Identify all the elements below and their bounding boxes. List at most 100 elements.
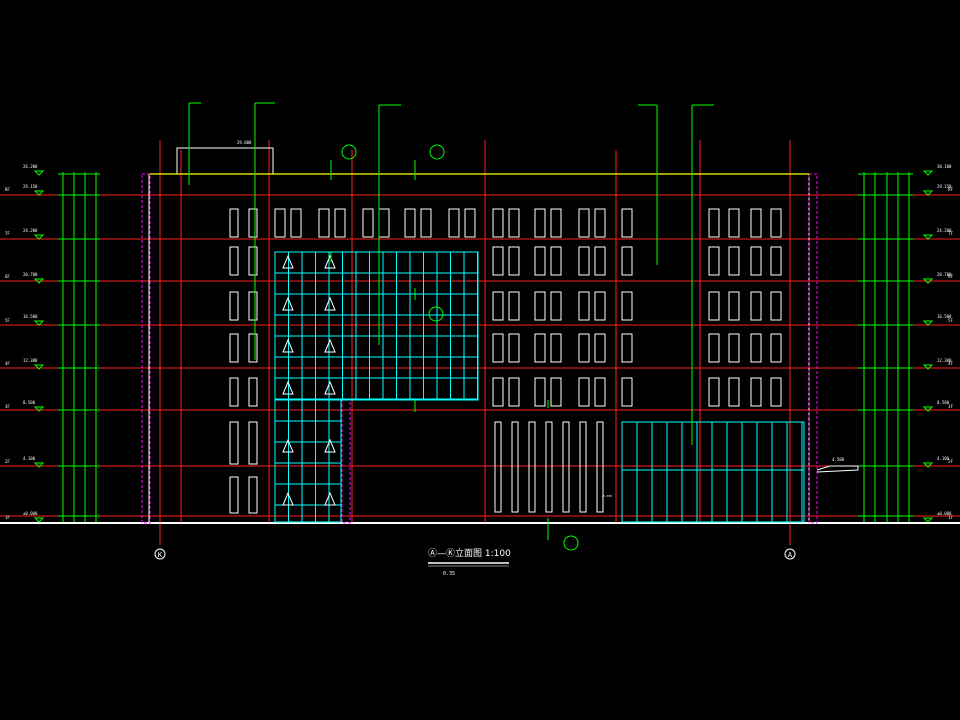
level-triangle (33, 320, 45, 326)
axis-label-right: A (788, 551, 793, 559)
window (229, 208, 239, 238)
level-triangle (922, 517, 934, 523)
level-label-left: 29.150 (23, 184, 38, 189)
window (550, 377, 562, 407)
window (708, 291, 720, 321)
floor-tag-right: 4F (948, 361, 953, 366)
drawing-title: Ⓐ—Ⓚ立面图 1:100 (428, 547, 511, 559)
window (229, 246, 239, 276)
floor-tag-right: 2F (948, 459, 953, 464)
window (290, 208, 302, 238)
level-triangle (33, 364, 45, 370)
window (404, 208, 416, 238)
floor-tag-left: 6F (5, 274, 10, 279)
level-label-left: 4.100 (23, 456, 36, 461)
level-label-right: 24.200 (937, 228, 952, 233)
window (550, 333, 562, 363)
section-markers (341, 144, 579, 551)
window (728, 246, 740, 276)
level-label-right: 30.100 (937, 164, 952, 169)
window (492, 291, 504, 321)
window (248, 377, 258, 407)
axis-bubble-left: K (154, 548, 166, 560)
level-triangle (922, 278, 934, 284)
window (494, 421, 502, 513)
level-triangle (922, 190, 934, 196)
level-label-right: 4.100 (937, 456, 950, 461)
window (534, 246, 546, 276)
vent-triangle (324, 254, 336, 269)
level-label-right: 16.500 (937, 314, 952, 319)
level-triangle (33, 278, 45, 284)
window (508, 246, 520, 276)
level-label-left: 16.500 (23, 314, 38, 319)
level-triangle (922, 462, 934, 468)
window (578, 377, 590, 407)
window (578, 291, 590, 321)
vent-triangle (324, 438, 336, 453)
floor-level-lines (0, 194, 960, 517)
window (492, 208, 504, 238)
window (621, 291, 633, 321)
level-triangle (922, 320, 934, 326)
window (248, 246, 258, 276)
level-label-left: 20.700 (23, 272, 38, 277)
window (621, 377, 633, 407)
drawing-subtitle: 0.35 (443, 571, 455, 577)
floor-tag-right: RF (948, 187, 953, 192)
window (578, 246, 590, 276)
window (750, 377, 762, 407)
window (578, 333, 590, 363)
canopy (816, 465, 859, 473)
window (508, 208, 520, 238)
window (621, 246, 633, 276)
window (750, 208, 762, 238)
window (229, 377, 239, 407)
axis-label-left: K (158, 551, 163, 559)
window (621, 333, 633, 363)
vent-triangle (282, 491, 294, 506)
window (708, 208, 720, 238)
window (229, 291, 239, 321)
building-outline (148, 147, 810, 524)
windows-group (229, 208, 782, 514)
window (378, 208, 390, 238)
window (728, 208, 740, 238)
window (448, 208, 460, 238)
vent-triangle (324, 491, 336, 506)
floor-tag-right: 3F (948, 404, 953, 409)
stair-label: -0.300 (601, 494, 612, 498)
window (464, 208, 476, 238)
window (750, 246, 762, 276)
window (596, 421, 604, 513)
window (528, 421, 536, 513)
window (770, 208, 782, 238)
level-triangle (33, 234, 45, 240)
vent-triangle (324, 296, 336, 311)
vent-triangle (324, 380, 336, 395)
curtain-wall-tower (274, 399, 342, 523)
window (728, 291, 740, 321)
level-triangle (33, 462, 45, 468)
floor-tag-left: 4F (5, 361, 10, 366)
level-label-right: 29.150 (937, 184, 952, 189)
level-triangle (922, 364, 934, 370)
vent-triangle (282, 254, 294, 269)
window (492, 333, 504, 363)
level-label-left: 8.500 (23, 400, 36, 405)
vent-triangle (282, 438, 294, 453)
window (579, 421, 587, 513)
window (728, 377, 740, 407)
level-label-left: 26.200 (23, 164, 38, 169)
window (770, 377, 782, 407)
leader-lines-group (188, 102, 714, 540)
level-label-left: 12.300 (23, 358, 38, 363)
window (562, 421, 570, 513)
canopy-label: 4.500 (832, 457, 845, 462)
level-label-right: 12.300 (937, 358, 952, 363)
window (274, 208, 286, 238)
window (229, 476, 239, 514)
level-triangle (33, 170, 45, 176)
